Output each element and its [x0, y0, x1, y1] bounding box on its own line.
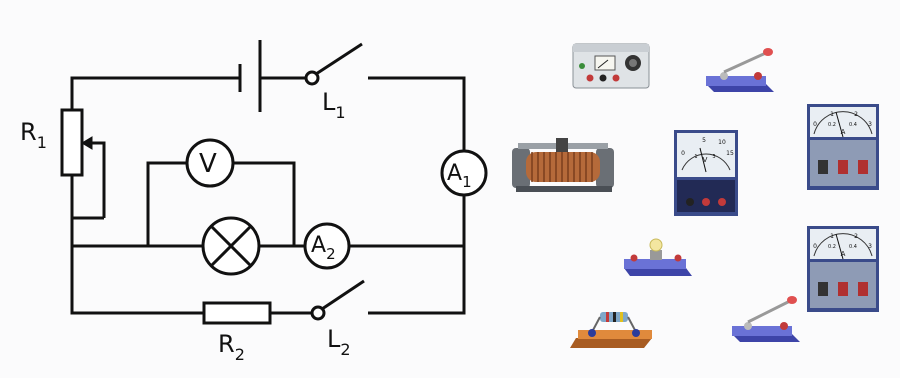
top-wire-left: [70, 76, 240, 120]
ammeter-apparatus-2-icon: 1 2 0 3 0.2 0.4 A: [807, 226, 879, 312]
svg-text:0.4: 0.4: [849, 244, 857, 250]
voltmeter-wire-left: [146, 161, 187, 246]
rheostat-r1-slider: [84, 141, 106, 218]
rheostat-r1-body: [60, 108, 84, 177]
switch-l2-pivot: [310, 305, 326, 321]
label-l2: L2: [327, 325, 351, 359]
rheostat-apparatus-icon: [512, 138, 614, 192]
svg-text:0: 0: [813, 243, 817, 250]
svg-text:3: 3: [868, 121, 872, 128]
svg-text:2: 2: [854, 233, 858, 240]
svg-text:1: 1: [694, 154, 697, 160]
svg-text:0.4: 0.4: [849, 122, 857, 128]
label-voltmeter: V: [199, 149, 217, 179]
svg-text:0.2: 0.2: [828, 244, 836, 250]
switch-apparatus-2-icon: [732, 296, 800, 342]
svg-text:0: 0: [681, 150, 685, 157]
resistor-r2: [202, 301, 272, 325]
voltmeter-wire-right: [233, 161, 296, 246]
svg-text:3: 3: [868, 243, 872, 250]
circuit-labels: R1 L1 V A1 A2 R2 L2: [20, 88, 472, 364]
circuit-schematic: [60, 40, 488, 325]
lamp-cross-b: [209, 224, 253, 268]
label-a1: A1: [447, 161, 472, 191]
svg-text:2: 2: [854, 111, 858, 118]
label-l1: L1: [322, 88, 346, 122]
svg-text:10: 10: [718, 139, 726, 146]
voltmeter-apparatus-icon: 5 10 0 15 1 3 V: [674, 130, 738, 216]
svg-text:1: 1: [830, 233, 834, 240]
right-wire-lower: [368, 195, 466, 315]
label-r2: R2: [218, 330, 245, 364]
svg-text:0: 0: [813, 121, 817, 128]
top-wire-right: [368, 76, 466, 150]
rheostat-r1-arrowhead: [81, 136, 93, 150]
svg-text:0.2: 0.2: [828, 122, 836, 128]
label-a2: A2: [311, 233, 336, 263]
svg-text:15: 15: [726, 150, 734, 157]
power-supply-icon: [572, 43, 650, 89]
switch-l1-blade: [315, 42, 363, 76]
bottom-wire-left: [70, 175, 204, 315]
svg-text:A: A: [841, 128, 846, 136]
svg-text:5: 5: [702, 137, 706, 144]
svg-text:3: 3: [712, 154, 715, 160]
svg-text:1: 1: [830, 111, 834, 118]
ammeter-apparatus-1-icon: 1 2 0 3 0.2 0.4 A: [807, 104, 879, 190]
svg-text:V: V: [703, 156, 708, 164]
switch-l2-blade: [321, 279, 365, 311]
switch-l1-pivot: [304, 70, 320, 86]
lamp-apparatus-icon: [624, 238, 692, 276]
label-r1: R1: [20, 118, 47, 152]
switch-apparatus-1-icon: [706, 48, 774, 92]
resistor-apparatus-icon: [570, 312, 652, 348]
svg-text:A: A: [841, 250, 846, 258]
